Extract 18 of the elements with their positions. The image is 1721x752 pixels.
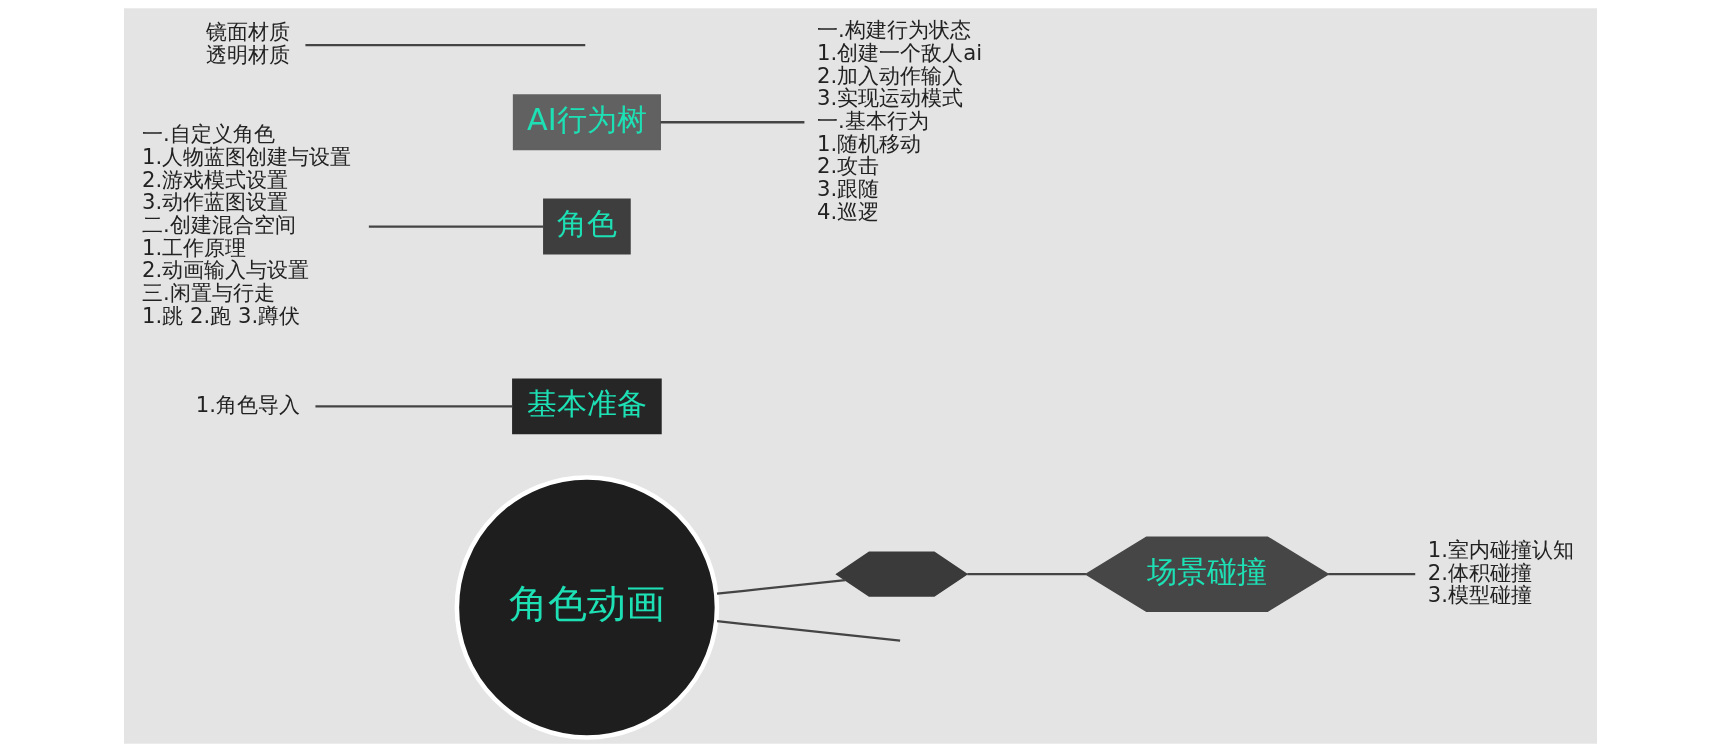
- node-circle: 角色动画: [454, 475, 720, 740]
- node-box: AI行为树: [512, 94, 661, 151]
- connector: [315, 405, 513, 408]
- connector: [368, 225, 544, 228]
- node-box: 角色: [543, 198, 631, 255]
- node-hexagon: [835, 551, 969, 597]
- node-text: 1.角色导入: [195, 391, 300, 417]
- node-text: 镜面材质 透明材质: [205, 19, 290, 68]
- connector: [660, 121, 805, 124]
- connector: [967, 573, 1086, 576]
- connector: [716, 578, 846, 595]
- connector: [305, 44, 586, 47]
- node-text: 1.室内碰撞认知 2.体积碰撞 3.模型碰撞: [1427, 537, 1574, 608]
- connector: [716, 620, 901, 642]
- connector: [1328, 573, 1416, 576]
- node-box: 基本准备: [512, 378, 662, 435]
- node-text: 一.构建行为状态 1.创建一个敌人ai 2.加入动作输入 3.实现运动模式 一.基本行为 1.随机移动 2.攻击 3.跟随 4.巡逻: [817, 17, 983, 224]
- node-text: 一.自定义角色 1.人物蓝图创建与设置 2.游戏模式设置 3.动作蓝图设置 二.创建混合空间 1.工作原理 2.动画输入与设置 三.闲置与行走 1.跳 2.跑 3.蹲伏: [142, 121, 352, 328]
